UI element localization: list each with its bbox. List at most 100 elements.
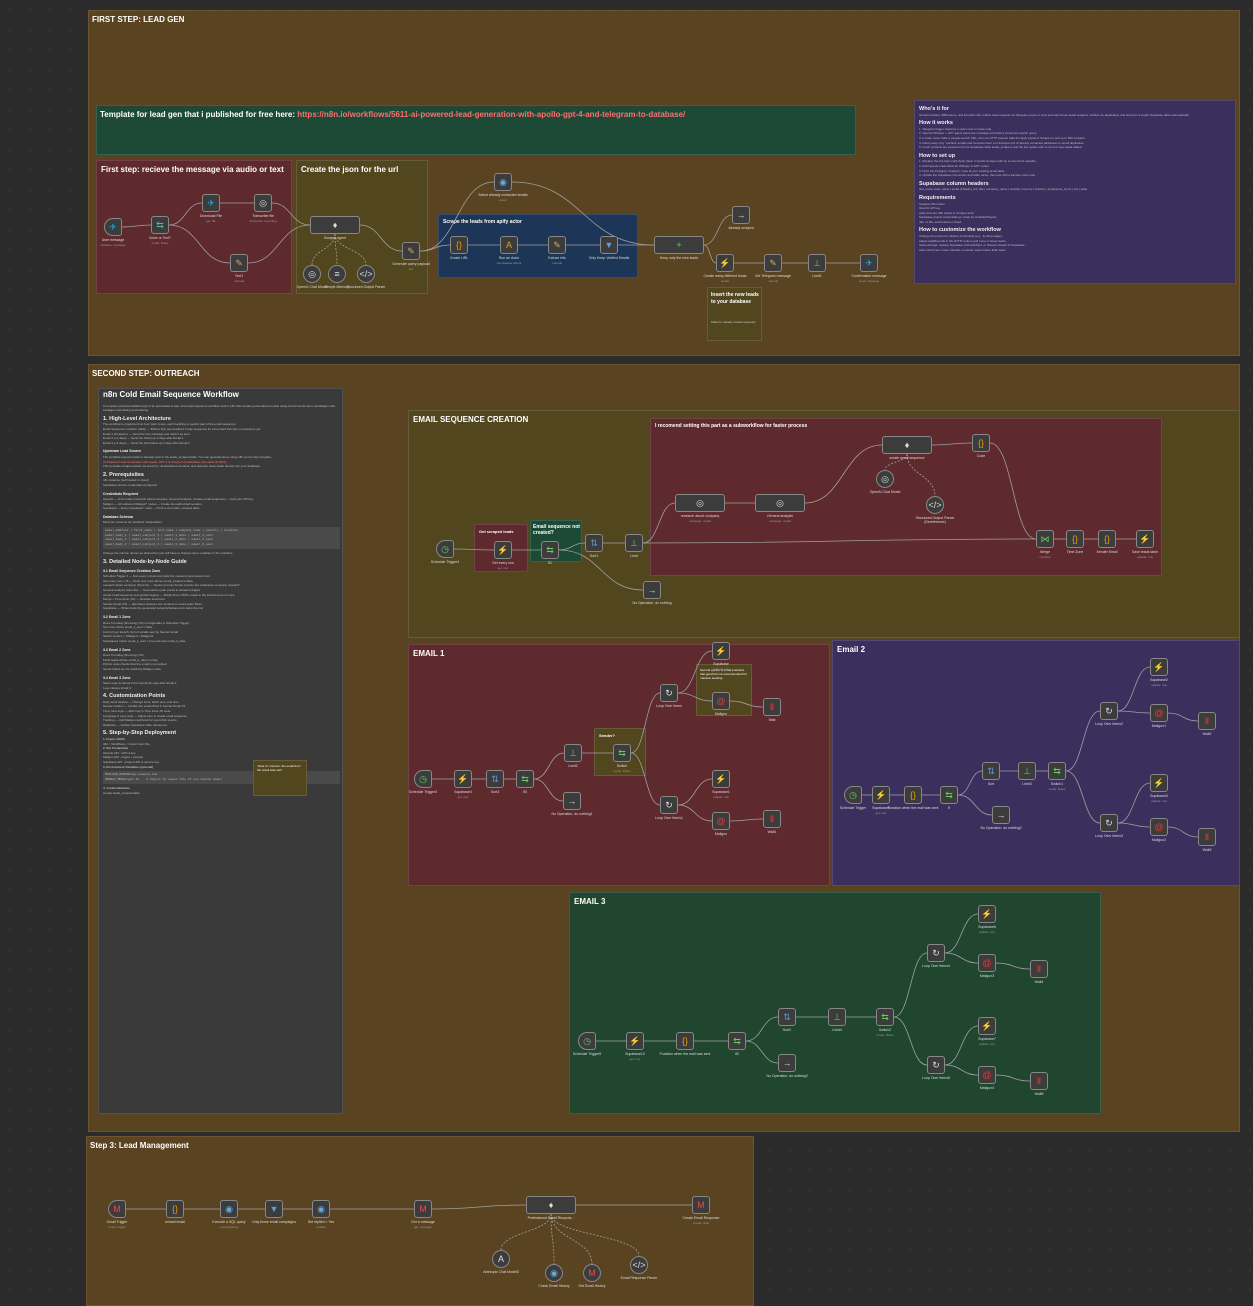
node-e3-loop-a[interactable]: ↻ [927, 944, 945, 962]
node-e3-wait-b[interactable]: Ⅱ [1030, 1072, 1048, 1090]
node-e3-timer[interactable]: {} [676, 1032, 694, 1050]
node-user-message[interactable]: ✈ [104, 218, 122, 236]
node-research[interactable]: ◎ [675, 494, 725, 512]
node-sort1[interactable]: ⇅ [585, 534, 603, 552]
node-scraper-agent[interactable]: ♦ [310, 216, 360, 234]
node-e2-sup-a[interactable]: ⚡ [1150, 658, 1168, 676]
node-run-actor[interactable]: A [500, 236, 518, 254]
node-select-contacted[interactable]: ◉ [494, 173, 512, 191]
node-e2-mail-a[interactable]: @ [1150, 704, 1168, 722]
node-get-every-row[interactable]: ⚡ [494, 541, 512, 559]
node-e3-mail-a[interactable]: @ [978, 954, 996, 972]
node-merge1[interactable]: + [654, 236, 704, 254]
node-e3-trigger[interactable]: ◷ [578, 1032, 596, 1050]
node-e2-switch[interactable]: ⇆ [1048, 762, 1066, 780]
node-transcribe[interactable]: ◎ [254, 194, 272, 212]
node-e1-mail-b[interactable]: @ [712, 812, 730, 830]
node-set-telegram[interactable]: ✎ [764, 254, 782, 272]
node-s3-sql[interactable]: ◉ [220, 1200, 238, 1218]
node-limit-seq[interactable]: ⊥ [625, 534, 643, 552]
node-e2-sort[interactable]: ⇅ [982, 762, 1000, 780]
node-e1-sup-b[interactable]: ⚡ [712, 770, 730, 788]
node-e2-trigger[interactable]: ◷ [844, 786, 862, 804]
node-voice-or-text[interactable]: ⇆ [151, 216, 169, 234]
node-e2-wait-a[interactable]: Ⅱ [1198, 712, 1216, 730]
node-limit-node[interactable]: ⊥ [808, 254, 826, 272]
node-download-file[interactable]: ✈ [202, 194, 220, 212]
node-e3-noop[interactable]: → [778, 1054, 796, 1072]
node-confirmation[interactable]: ✈ [860, 254, 878, 272]
node-e3-mail-b[interactable]: @ [978, 1066, 996, 1084]
node-e1-mail-a[interactable]: @ [712, 692, 730, 710]
node-structured-output2[interactable]: </> [926, 496, 944, 514]
node-openai-chat[interactable]: ◎ [303, 265, 321, 283]
node-e2-mail-b[interactable]: @ [1150, 818, 1168, 836]
template-link[interactable]: https://n8n.io/workflows/5611-ai-powered… [297, 110, 686, 119]
node-e3-loop-b[interactable]: ↻ [927, 1056, 945, 1074]
node-s3-chat[interactable]: A [492, 1250, 510, 1268]
node-sender-email[interactable]: {} [1098, 530, 1116, 548]
node-e3-limit[interactable]: ⊥ [828, 1008, 846, 1026]
doc-zone: Email 1 (Inception) — Send the first mes… [103, 431, 190, 436]
node-general-analysis[interactable]: ◎ [755, 494, 805, 512]
node-s3-gmail-history[interactable]: M [583, 1264, 601, 1282]
node-e1-sort[interactable]: ⇅ [486, 770, 504, 788]
node-s3-get-message[interactable]: M [414, 1200, 432, 1218]
node-already-scraped[interactable]: → [732, 206, 750, 224]
node-e2-timer[interactable]: {} [904, 786, 922, 804]
node-e1-wait-b[interactable]: Ⅱ [763, 810, 781, 828]
node-generate-query[interactable]: ✎ [402, 242, 420, 260]
node-s3-gmail-trigger[interactable]: M [108, 1200, 126, 1218]
node-e2-loop-b[interactable]: ↻ [1100, 814, 1118, 832]
node-e1-if[interactable]: ⇆ [516, 770, 534, 788]
node-e1-sup-a[interactable]: ⚡ [712, 642, 730, 660]
node-create-many-rows[interactable]: ⚡ [716, 254, 734, 272]
node-e1-noop[interactable]: → [563, 792, 581, 810]
node-s3-draft[interactable]: M [692, 1196, 710, 1214]
node-simple-memory[interactable]: ≡ [328, 265, 346, 283]
node-e2-noop[interactable]: → [992, 806, 1010, 824]
node-e2-sup-b[interactable]: ⚡ [1150, 774, 1168, 792]
node-e2-loop-a[interactable]: ↻ [1100, 702, 1118, 720]
node-e2-wait-b[interactable]: Ⅱ [1198, 828, 1216, 846]
node-s3-extract[interactable]: {} [166, 1200, 184, 1218]
node-e3-wait-a[interactable]: Ⅱ [1030, 960, 1048, 978]
node-no-op-seq[interactable]: → [643, 581, 661, 599]
doc-link[interactable]: AI-Powered Lead Generation with Apollo, … [103, 459, 227, 464]
node-schedule-trigger[interactable]: ◷ [436, 540, 454, 558]
node-e1-loop-b[interactable]: ↻ [660, 796, 678, 814]
node-e3-sort[interactable]: ⇅ [778, 1008, 796, 1026]
node-s3-replied[interactable]: ◉ [312, 1200, 330, 1218]
node-s3-parser[interactable]: </> [630, 1256, 648, 1274]
node-merge-seq[interactable]: ⋈ [1036, 530, 1054, 548]
node-e1-trigger[interactable]: ◷ [414, 770, 432, 788]
node-text1[interactable]: ✎ [230, 254, 248, 272]
node-e3-switch[interactable]: ⇆ [876, 1008, 894, 1026]
node-s3-agent[interactable]: ♦ [526, 1196, 576, 1214]
node-e1-switch[interactable]: ⇆ [613, 744, 631, 762]
node-e3-supabase[interactable]: ⚡ [626, 1032, 644, 1050]
node-e1-limit[interactable]: ⊥ [564, 744, 582, 762]
node-create-url[interactable]: {} [450, 236, 468, 254]
node-extract-info[interactable]: ✎ [548, 236, 566, 254]
node-e3-if[interactable]: ⇆ [728, 1032, 746, 1050]
node-create-email-seq[interactable]: ♦ [882, 436, 932, 454]
node-e3-sup-a[interactable]: ⚡ [978, 905, 996, 923]
node-code-seq[interactable]: {} [972, 434, 990, 452]
node-s3-filter[interactable]: ▼ [265, 1200, 283, 1218]
node-e1-loop-a[interactable]: ↻ [660, 684, 678, 702]
node-openai-chat2[interactable]: ◎ [876, 470, 894, 488]
node-e2-supabase[interactable]: ⚡ [872, 786, 890, 804]
node-only-keep-verified[interactable]: ▼ [600, 236, 618, 254]
node-e1-wait-a[interactable]: Ⅱ [763, 698, 781, 716]
node-s3-history[interactable]: ◉ [545, 1264, 563, 1282]
node-e1-supabase[interactable]: ⚡ [454, 770, 472, 788]
node-e2-limit[interactable]: ⊥ [1018, 762, 1036, 780]
node-e2-if[interactable]: ⇆ [940, 786, 958, 804]
node-if-seq[interactable]: ⇆ [541, 541, 559, 559]
node-e3-sup-b[interactable]: ⚡ [978, 1017, 996, 1035]
node-icon: M [697, 1200, 705, 1210]
node-structured-output[interactable]: </> [357, 265, 375, 283]
node-time-zone[interactable]: {} [1066, 530, 1084, 548]
node-save-supabase[interactable]: ⚡ [1136, 530, 1154, 548]
